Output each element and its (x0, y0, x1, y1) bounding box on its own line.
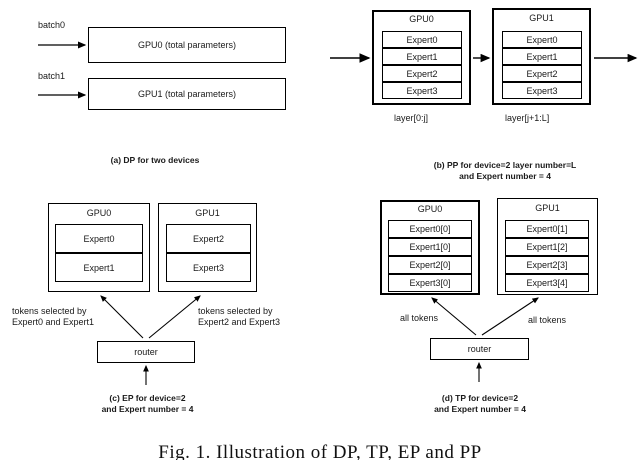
panel-d-router-label: router (467, 344, 492, 354)
panel-c-right-edge-label-line1: tokens selected by (198, 306, 273, 316)
panel-b-gpu1-title: GPU1 (529, 13, 554, 23)
panel-b-caption-line1: (b) PP for device=2 layer number=L (433, 160, 577, 170)
panel-d-left-edge-label: all tokens (400, 313, 439, 323)
panel-a-gpu0-box (88, 27, 286, 63)
panel-d-caption-line2: and Expert number = 4 (434, 404, 526, 414)
panel-b-gpu1-sublabel: layer[j+1:L] (505, 113, 550, 123)
panel-c-caption-line1: (c) EP for device=2 (109, 393, 186, 403)
figure-caption: Fig. 1. Illustration of DP, TP, EP and P… (158, 442, 482, 460)
panel-d-gpu0-expert-2: Expert2[0] (388, 256, 472, 274)
panel-b-caption-line2: and Expert number = 4 (459, 171, 551, 181)
panel-d-gpu1-expert-0: Expert0[1] (505, 220, 589, 238)
panel-a-batch1-label: batch1 (38, 71, 66, 81)
panel-c-left-edge-label-line2: Expert0 and Expert1 (12, 317, 95, 327)
panel-c-gpu0-expert-0: Expert0 (55, 224, 143, 253)
panel-a-gpu1-label: GPU1 (total parameters) (137, 89, 237, 99)
panel-d-gpu1-expert-1: Expert1[2] (505, 238, 589, 256)
panel-c-gpu1-expert-0: Expert2 (166, 224, 251, 253)
panel-b-gpu0-expert-2: Expert2 (382, 65, 462, 82)
panel-d-gpu0-expert-3: Expert3[0] (388, 274, 472, 292)
panel-a-gpu1-box (88, 78, 286, 110)
panel-c-gpu0-title: GPU0 (86, 208, 112, 218)
panel-d-gpu0-expert-0: Expert0[0] (388, 220, 472, 238)
panel-c-left-edge-label-line1: tokens selected by (12, 306, 87, 316)
panel-a-gpu0-label: GPU0 (total parameters) (137, 40, 237, 50)
panel-d-router-box (430, 338, 529, 360)
panel-d-right-edge-label: all tokens (528, 315, 567, 325)
panel-b-gpu0-expert-1: Expert1 (382, 48, 462, 65)
panel-c-router-box (97, 341, 195, 363)
panel-d-gpu1-title: GPU1 (535, 203, 560, 213)
panel-c-caption-line2: and Expert number = 4 (101, 404, 194, 414)
panel-c-gpu0-expert-1: Expert1 (55, 253, 143, 282)
panel-d-gpu1-expert-3: Expert3[4] (505, 274, 589, 292)
panel-b-gpu1-expert-2: Expert2 (502, 65, 582, 82)
panel-a-caption: (a) DP for two devices (110, 155, 200, 165)
panel-b-gpu1-expert-1: Expert1 (502, 48, 582, 65)
panel-c-right-edge-label-line2: Expert2 and Expert3 (198, 317, 281, 327)
panel-b-gpu0-expert-0: Expert0 (382, 31, 462, 48)
panel-c-gpu1-title: GPU1 (195, 208, 220, 218)
panel-c-router-label: router (134, 347, 158, 357)
panel-b-gpu1-expert-3: Expert3 (502, 82, 582, 99)
panel-b-gpu0-title: GPU0 (409, 14, 434, 24)
panel-d-gpu0-expert-1: Expert1[0] (388, 238, 472, 256)
panel-a-batch0-label: batch0 (38, 20, 66, 30)
panel-d-gpu1-expert-2: Expert2[3] (505, 256, 589, 274)
panel-b-gpu0-expert-3: Expert3 (382, 82, 462, 99)
panel-d-caption-line1: (d) TP for device=2 (441, 393, 519, 403)
panel-d-gpu0-title: GPU0 (417, 204, 443, 214)
panel-b-gpu0-sublabel: layer[0:j] (394, 113, 429, 123)
panel-c-gpu1-expert-1: Expert3 (166, 253, 251, 282)
panel-b-gpu1-expert-0: Expert0 (502, 31, 582, 48)
